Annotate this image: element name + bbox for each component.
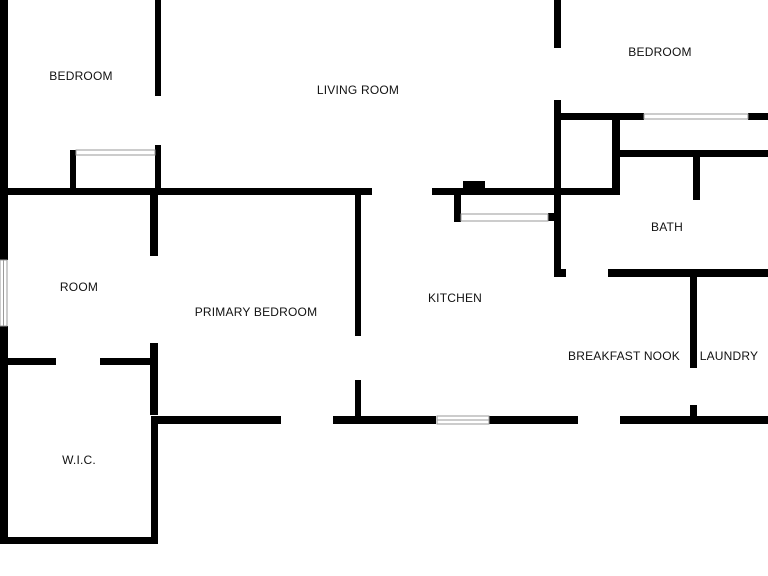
label-kitchen: KITCHEN <box>428 291 482 305</box>
wall-laundry-lower <box>690 405 697 421</box>
wall-room-wic-right <box>100 358 156 365</box>
wall-kitchen-counter-end <box>548 213 558 221</box>
wall-closet-top <box>70 150 75 154</box>
room-labels: BEDROOM LIVING ROOM BEDROOM BATH ROOM PR… <box>49 45 758 467</box>
wall-laundry-upper <box>690 276 697 368</box>
wall-bath-bottom <box>608 269 768 277</box>
label-room: ROOM <box>60 280 98 294</box>
wall-primary-kitchen-upper <box>355 194 361 336</box>
label-primary-bedroom: PRIMARY BEDROOM <box>195 305 318 319</box>
wall-bedroom-left-right-upper <box>155 0 161 96</box>
wall-bedroom-right-bottom-right <box>748 113 768 120</box>
wall-closet-left-stub <box>70 150 76 192</box>
label-laundry: LAUNDRY <box>700 349 759 363</box>
wall-bottom-seg-2 <box>333 416 436 424</box>
wall-chimney-block <box>463 181 485 191</box>
label-bedroom-left: BEDROOM <box>49 69 112 83</box>
wall-bottom-seg-3 <box>489 416 578 424</box>
wall-bedroom-left-right-lower <box>155 145 161 195</box>
label-wic: W.I.C. <box>62 453 96 467</box>
wall-mid-horizontal-left <box>0 188 372 195</box>
walls <box>0 0 768 544</box>
label-bath: BATH <box>651 220 683 234</box>
wall-wic-bottom <box>0 537 158 544</box>
wall-closet-divider <box>612 115 620 195</box>
wall-room-wic-left <box>0 358 56 365</box>
window-closet-left <box>75 149 156 156</box>
wall-left-outer-lower <box>0 326 8 544</box>
wall-room-right-upper <box>150 194 158 256</box>
window-bedroom-right <box>643 113 749 120</box>
label-breakfast-nook: BREAKFAST NOOK <box>568 349 680 363</box>
wall-left-outer-upper <box>0 0 8 260</box>
wall-bath-top <box>614 150 768 157</box>
windows <box>0 113 749 425</box>
wall-room-right-lower <box>150 343 158 415</box>
wall-bedroom-right-bottom-left <box>554 113 644 120</box>
wall-bath-closet-bottom <box>554 188 620 195</box>
label-living-room: LIVING ROOM <box>317 83 399 97</box>
wall-right-column-upper <box>554 0 561 48</box>
wall-kitchen-counter-post <box>454 194 461 222</box>
wall-bath-stub <box>693 150 700 200</box>
wall-bath-bottom-left <box>554 269 566 277</box>
wall-wic-right <box>151 416 158 544</box>
wall-primary-kitchen-lower <box>355 380 361 420</box>
label-bedroom-right: BEDROOM <box>628 45 691 59</box>
wall-mid-horizontal-right <box>432 188 562 195</box>
wall-bottom-seg-1 <box>151 416 281 424</box>
window-kitchen-counter <box>460 213 549 222</box>
wall-right-column-lower <box>554 100 561 275</box>
